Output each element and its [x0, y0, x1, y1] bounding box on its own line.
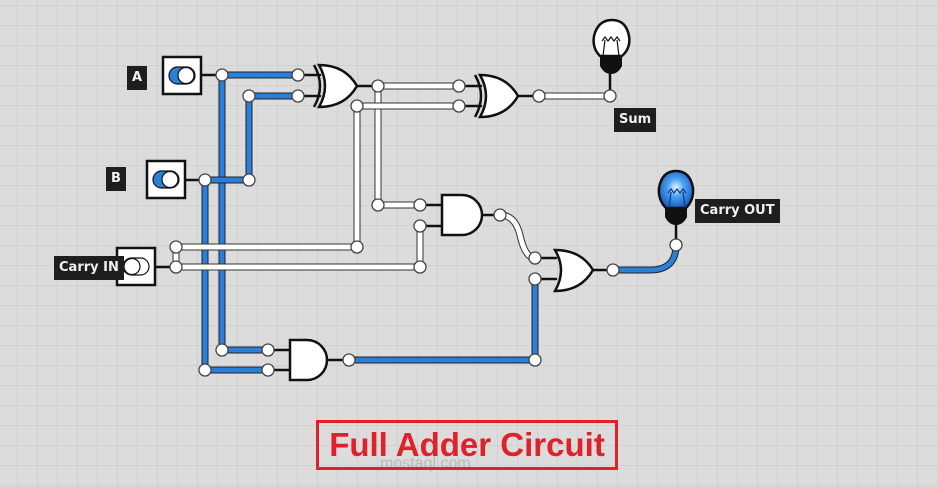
and-gate-1[interactable] — [440, 193, 484, 237]
page-title: Full Adder Circuit — [316, 420, 618, 470]
and-gate-2[interactable] — [288, 338, 329, 382]
wire-a — [218, 71, 302, 354]
wire-and2-out — [345, 275, 539, 364]
input-label-b: B — [106, 167, 126, 191]
or-gate[interactable] — [552, 248, 595, 293]
input-label-a: A — [127, 66, 148, 90]
switch-a[interactable] — [161, 55, 203, 96]
xor-gate-2[interactable] — [473, 73, 520, 119]
wire-carry-out — [609, 241, 680, 274]
wire-and1-out — [496, 211, 539, 262]
output-label-sum: Sum — [614, 108, 657, 132]
sum-bulb-icon — [592, 18, 631, 74]
output-label-carry-out: Carry OUT — [695, 199, 780, 223]
carry-out-bulb-icon — [657, 169, 695, 225]
xor-gate-1[interactable] — [312, 63, 359, 109]
wire-cin — [172, 102, 463, 271]
switch-b[interactable] — [145, 159, 187, 200]
input-label-carry-in: Carry IN — [54, 256, 124, 280]
connection-nodes — [169, 68, 683, 377]
